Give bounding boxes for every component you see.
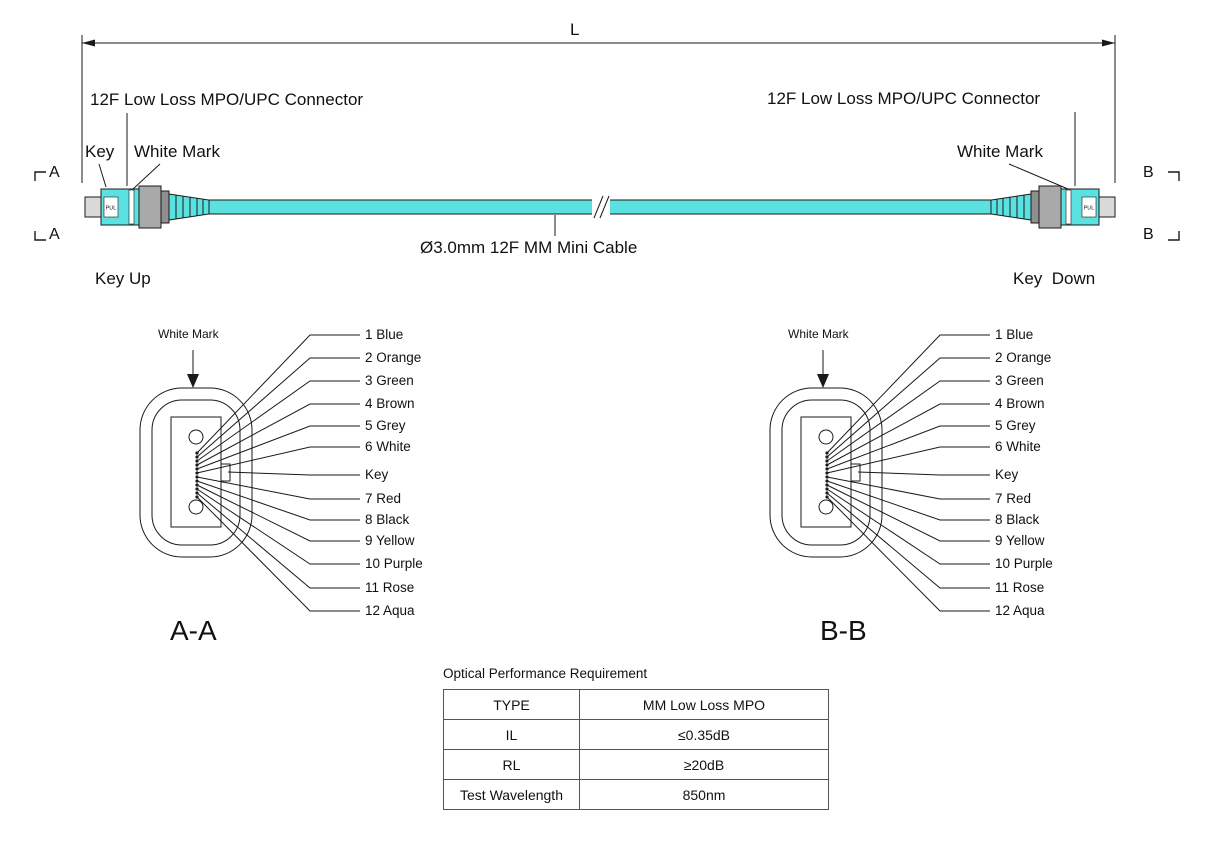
pin-label-b-2: 2 Orange — [995, 350, 1052, 365]
left-pull-tab — [103, 196, 119, 218]
left-white-mark-stripe — [128, 189, 135, 225]
white-mark-label-left: White Mark — [134, 142, 220, 161]
left-housing — [138, 185, 162, 229]
pin-label-a-9: 9 Yellow — [365, 533, 415, 548]
pin-label-b-1: 1 Blue — [995, 327, 1034, 342]
pin-label-a-1: 1 Blue — [365, 327, 404, 342]
pin-label-b-10: 10 Purple — [995, 556, 1053, 571]
pin-label-b-11: 11 Rose — [995, 580, 1045, 595]
table-row: RL ≥20dB — [443, 749, 829, 780]
pin-label-b-12: 12 Aqua — [995, 603, 1045, 618]
table-cell-name: Test Wavelength — [443, 779, 580, 810]
arrowhead-right-icon — [1102, 39, 1115, 47]
pin-label-a-key: Key — [365, 467, 389, 482]
pin-label-a-12: 12 Aqua — [365, 603, 415, 618]
table-cell-value: 850nm — [579, 779, 829, 810]
pin-label-a-4: 4 Brown — [365, 396, 415, 411]
table-cell-name: RL — [443, 749, 580, 780]
pin-label-a-7: 7 Red — [365, 491, 402, 506]
face-view-a — [139, 350, 253, 558]
right-pull-tab-text: PUL — [1084, 206, 1095, 212]
optical-performance-table: TYPE MM Low Loss MPO IL ≤0.35dB RL ≥20dB… — [443, 689, 829, 810]
table-row: Test Wavelength 850nm — [443, 779, 829, 810]
pin-label-b-9: 9 Yellow — [995, 533, 1045, 548]
table-cell-value: MM Low Loss MPO — [579, 689, 829, 720]
right-connector-label: 12F Low Loss MPO/UPC Connector — [767, 89, 1041, 108]
fiber-dots-a — [195, 451, 199, 499]
white-mark-arrow-a-icon — [187, 374, 199, 388]
pin-label-a-6: 6 White — [365, 439, 411, 454]
left-pull-tab-text: PUL — [106, 206, 117, 212]
optical-performance-title: Optical Performance Requirement — [443, 666, 648, 681]
section-title-aa: A-A — [170, 615, 217, 646]
section-marker-b-top: B — [1143, 164, 1154, 181]
fanout-lines-a — [196, 334, 360, 612]
right-housing — [1038, 185, 1062, 229]
key-up-label: Key Up — [95, 269, 151, 288]
white-mark-label-right: White Mark — [957, 142, 1043, 161]
key-down-label: Key Down — [1013, 269, 1096, 288]
left-crimp — [160, 190, 170, 224]
left-connector-label: 12F Low Loss MPO/UPC Connector — [90, 90, 364, 109]
section-marker-brackets — [34, 171, 1180, 241]
pin-label-a-10: 10 Purple — [365, 556, 423, 571]
key-label: Key — [85, 142, 115, 161]
right-ferrule — [1098, 196, 1116, 218]
table-cell-name: IL — [443, 719, 580, 750]
left-ferrule — [84, 196, 102, 218]
table-cell-value: ≤0.35dB — [579, 719, 829, 750]
dimension-length-label: L — [570, 20, 580, 39]
right-pull-tab — [1081, 196, 1097, 218]
face-a-white-mark-label: White Mark — [158, 327, 219, 341]
pin-label-b-5: 5 Grey — [995, 418, 1036, 433]
cable-body — [208, 195, 992, 219]
leader-lines — [98, 112, 1076, 236]
white-mark-arrow-b-icon — [817, 374, 829, 388]
pin-label-a-3: 3 Green — [365, 373, 414, 388]
right-white-mark-stripe — [1065, 189, 1072, 225]
right-crimp — [1030, 190, 1040, 224]
pin-label-b-8: 8 Black — [995, 512, 1040, 527]
fiber-dots-b — [825, 451, 829, 499]
section-marker-b-bottom: B — [1143, 226, 1154, 243]
pin-label-b-3: 3 Green — [995, 373, 1044, 388]
section-title-bb: B-B — [820, 615, 867, 646]
dimension-lines — [81, 35, 1116, 183]
pin-label-b-7: 7 Red — [995, 491, 1032, 506]
pin-label-b-4: 4 Brown — [995, 396, 1045, 411]
face-b-white-mark-label: White Mark — [788, 327, 849, 341]
table-cell-name: TYPE — [443, 689, 580, 720]
left-connector: PUL — [84, 185, 210, 229]
pin-label-b-6: 6 White — [995, 439, 1041, 454]
section-marker-a-bottom: A — [49, 226, 60, 243]
cable-label: Ø3.0mm 12F MM Mini Cable — [420, 238, 638, 257]
table-cell-value: ≥20dB — [579, 749, 829, 780]
section-marker-a-top: A — [49, 164, 60, 181]
fanout-lines-b — [826, 334, 990, 612]
arrowhead-left-icon — [82, 39, 95, 47]
table-row: IL ≤0.35dB — [443, 719, 829, 750]
pin-label-a-11: 11 Rose — [365, 580, 415, 595]
right-connector: PUL — [990, 185, 1116, 229]
face-view-b — [769, 350, 883, 558]
pin-label-b-key: Key — [995, 467, 1019, 482]
pin-label-a-2: 2 Orange — [365, 350, 422, 365]
table-row: TYPE MM Low Loss MPO — [443, 689, 829, 720]
pin-label-a-8: 8 Black — [365, 512, 410, 527]
pin-label-a-5: 5 Grey — [365, 418, 406, 433]
optical-performance-section: Optical Performance Requirement TYPE MM … — [443, 666, 829, 810]
